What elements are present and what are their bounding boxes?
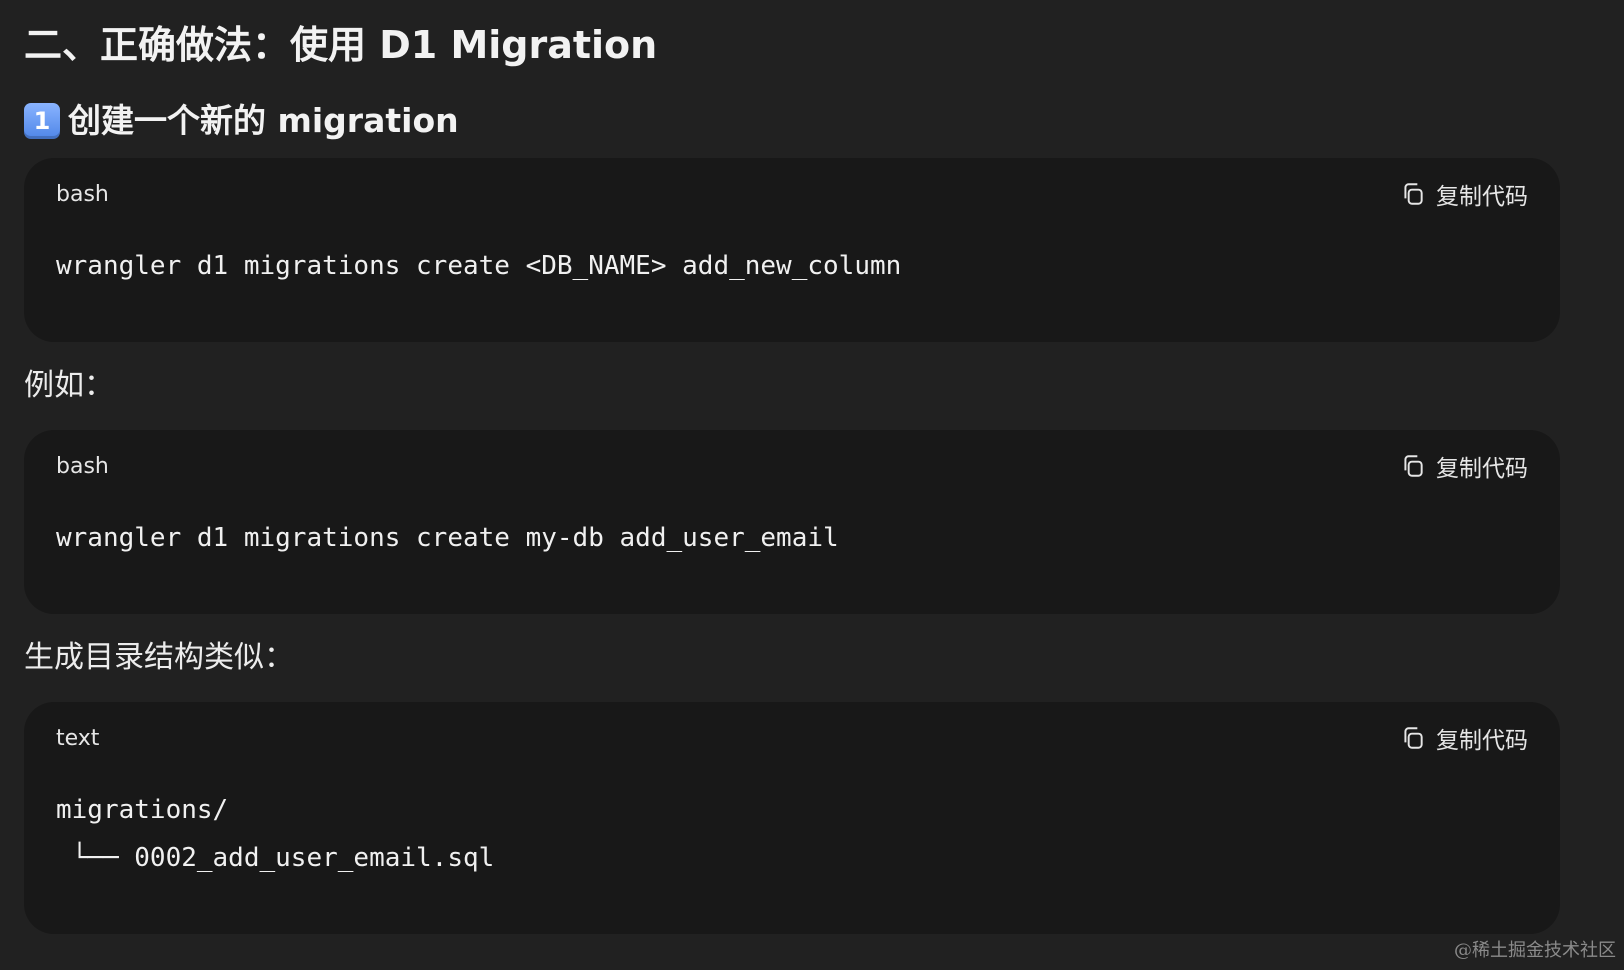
code-line: wrangler d1 migrations create <DB_NAME> …	[56, 251, 902, 281]
watermark: @稀土掘金技术社区	[1454, 940, 1616, 961]
keycap-one-icon: 1	[24, 103, 60, 139]
code-content: wrangler d1 migrations create my-db add_…	[56, 502, 1528, 562]
step-heading: 1 创建一个新的 migration	[24, 96, 1560, 146]
code-block: text 复制代码 migrations/ └── 0002_add_user_…	[24, 702, 1560, 934]
copy-code-label: 复制代码	[1436, 728, 1528, 754]
code-language-label: bash	[56, 181, 109, 207]
code-line: └── 0002_add_user_email.sql	[56, 843, 495, 873]
code-block-header: bash 复制代码	[56, 430, 1528, 502]
paragraph-example: 例如：	[24, 368, 114, 403]
copy-code-button[interactable]: 复制代码	[1400, 177, 1528, 211]
paragraph-structure: 生成目录结构类似：	[24, 640, 294, 675]
copy-code-label: 复制代码	[1436, 456, 1528, 482]
copy-icon	[1404, 727, 1423, 749]
code-content: migrations/ └── 0002_add_user_email.sql	[56, 774, 1528, 882]
article-content: 二、正确做法：使用 D1 Migration 1 创建一个新的 migratio…	[24, 14, 1560, 934]
code-content: wrangler d1 migrations create <DB_NAME> …	[56, 230, 1528, 290]
step-heading-text: 创建一个新的 migration	[68, 101, 459, 140]
section-heading: 二、正确做法：使用 D1 Migration	[24, 23, 658, 67]
code-block-header: text 复制代码	[56, 702, 1528, 774]
code-line: wrangler d1 migrations create my-db add_…	[56, 523, 839, 553]
code-line: migrations/	[56, 795, 229, 825]
code-language-label: text	[56, 725, 100, 751]
code-block: bash 复制代码 wrangler d1 migrations create …	[24, 430, 1560, 614]
code-block: bash 复制代码 wrangler d1 migrations create …	[24, 158, 1560, 342]
code-language-label: bash	[56, 453, 109, 479]
code-block-header: bash 复制代码	[56, 158, 1528, 230]
copy-code-label: 复制代码	[1436, 184, 1528, 210]
copy-code-button[interactable]: 复制代码	[1400, 449, 1528, 483]
copy-code-button[interactable]: 复制代码	[1400, 721, 1528, 755]
copy-icon	[1404, 183, 1423, 205]
copy-icon	[1404, 455, 1423, 477]
